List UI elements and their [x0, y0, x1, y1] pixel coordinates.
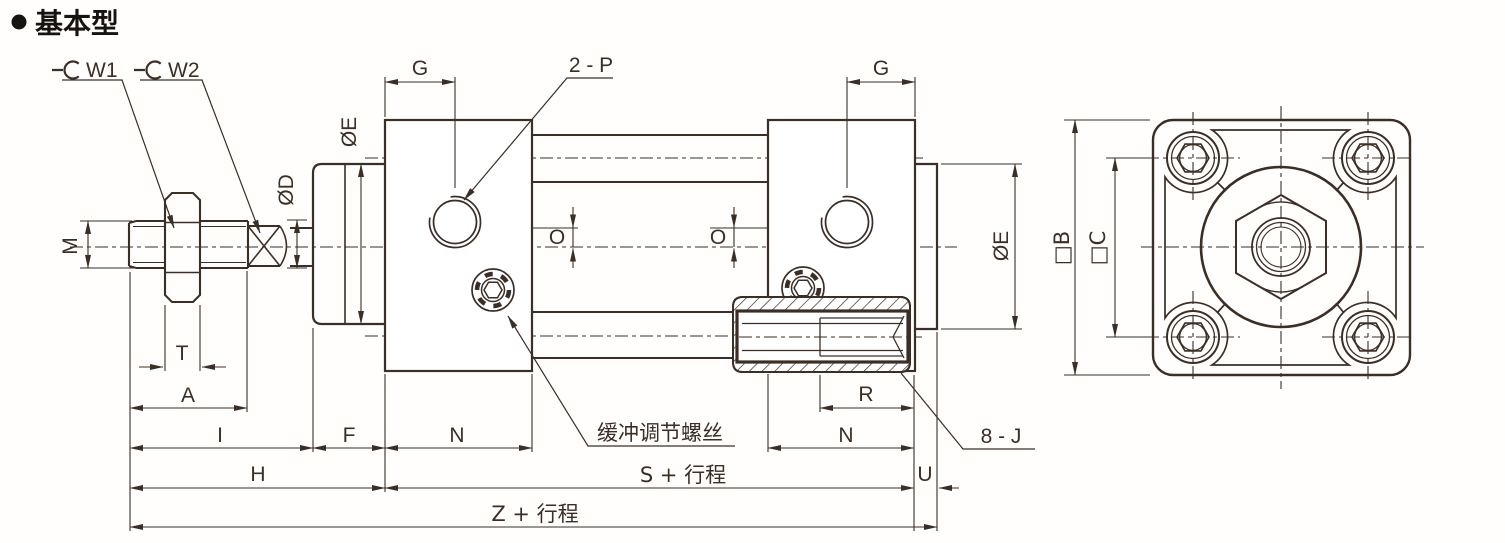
front-head-cover [383, 118, 534, 373]
leader-port [463, 77, 613, 201]
label-w1: W1 [86, 59, 118, 82]
leader-lines [62, 77, 1035, 450]
label-b-square: □B [1050, 231, 1074, 265]
thread-core-lines [133, 225, 246, 264]
dimension-lines [85, 79, 1018, 530]
front-collar [311, 162, 385, 326]
wrench-flat-mark [247, 225, 281, 267]
port-hole-rear [820, 195, 874, 249]
wrench-icon [52, 60, 80, 80]
tie-rod-thread-section [732, 296, 922, 373]
label-oe-front: ØE [338, 117, 361, 147]
label-o-rear: O [710, 226, 726, 249]
page-title: 基本型 [11, 7, 119, 40]
end-view-flange [1064, 106, 1424, 389]
side-view-cylinder [52, 60, 1035, 531]
label-od: ØD [275, 174, 298, 206]
label-r: R [858, 383, 873, 406]
piston-rod [127, 219, 313, 270]
label-u: U [917, 463, 932, 486]
end-view-extension-lines [1064, 119, 1150, 376]
boss-joint-ticks [1216, 181, 1345, 314]
label-m: M [59, 237, 82, 255]
wrench-icon [134, 60, 162, 80]
rear-boss [915, 162, 939, 331]
label-h: H [250, 463, 265, 486]
label-a: A [181, 384, 195, 407]
label-cushion-screw: 缓冲调节螺丝 [597, 421, 723, 445]
hex-socket-icon [793, 279, 813, 297]
label-g-rear: G [873, 57, 889, 80]
label-tie-rod-thread: 8 - J [981, 425, 1022, 448]
flange-inner-contour [1164, 129, 1397, 366]
label-s-stroke: S + 行程 [640, 463, 726, 487]
leader-cushion-screw [507, 315, 735, 447]
label-g-front: G [412, 57, 428, 80]
leader-tie-rod-thread [900, 372, 1035, 450]
end-view-labels: □B □C [1050, 231, 1110, 266]
label-w2: W2 [168, 59, 200, 82]
side-view-labels: W1 W2 G G 2 - P ØE ØE ØD M O O T A I F N… [59, 54, 1021, 526]
cushion-screw-front [471, 268, 515, 312]
label-z-stroke: Z + 行程 [491, 502, 578, 526]
label-f: F [343, 424, 356, 447]
label-n-rear: N [838, 424, 853, 447]
leader-w1 [62, 79, 175, 229]
port-hole-front [428, 195, 482, 249]
label-t: T [176, 342, 189, 365]
label-o-front: O [549, 226, 565, 249]
end-view-centerlines [1141, 106, 1424, 389]
label-c-square: □C [1086, 231, 1110, 266]
label-i: I [217, 424, 223, 447]
bullet-icon [11, 14, 27, 30]
cylinder-tube [532, 134, 768, 359]
leader-w2 [140, 79, 261, 234]
label-n-front: N [449, 424, 464, 447]
title-text: 基本型 [35, 7, 119, 40]
hex-socket-icon [483, 281, 503, 299]
label-oe-rear: ØE [990, 231, 1013, 261]
label-port: 2 - P [569, 54, 613, 77]
